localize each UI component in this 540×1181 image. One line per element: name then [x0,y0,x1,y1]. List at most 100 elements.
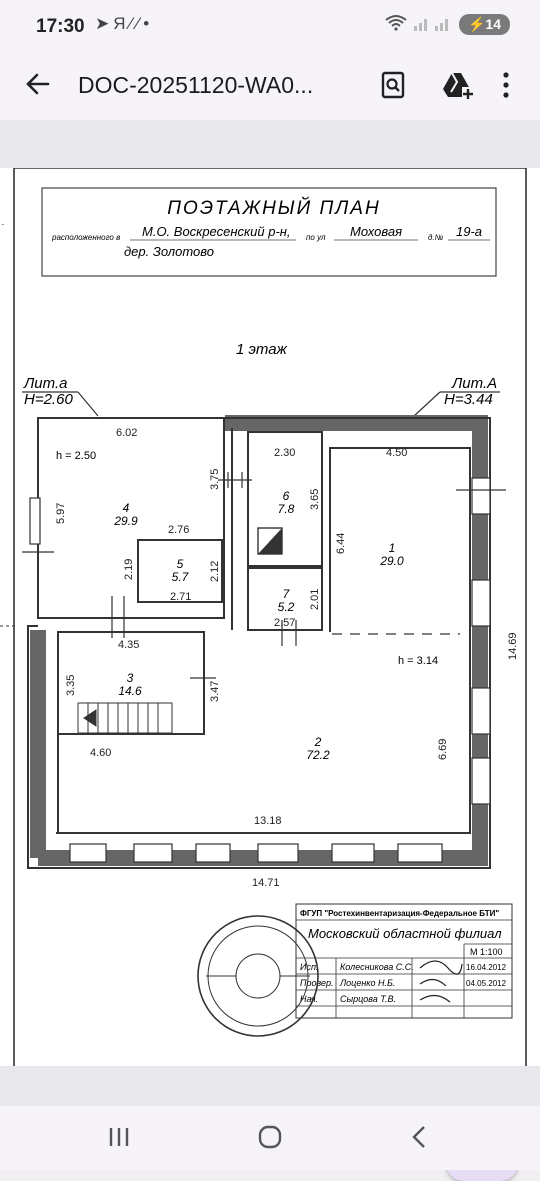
dim-6-02: 6.02 [116,427,137,439]
notification-icons: ➤Я⁄⁄• [95,14,153,34]
located-label: расположенного в [51,233,120,242]
dim-3-35: 3.35 [65,675,77,696]
dim-5-97: 5.97 [55,503,67,524]
dim-2-30: 2.30 [274,447,295,459]
home-icon [258,1125,282,1149]
stamp-name-1: Колесникова С.С. [340,962,414,972]
staircase [77,702,173,734]
stamp-role-1: Исп. [300,962,318,972]
add-to-drive-icon [443,72,474,100]
plan-title: ПОЭТАЖНЫЙ ПЛАН [167,197,380,219]
dim-6-44: 6.44 [335,533,347,554]
stamp-date-1: 16.04.2012 [466,963,507,972]
room-1-area: 29.0 [379,554,404,568]
room-5-area: 5.7 [172,570,190,584]
search-document-icon [381,71,405,99]
room-5-number: 5 [177,557,184,571]
room-6-area: 7.8 [278,502,295,516]
dim-2-57: 2.57 [274,617,295,629]
round-seal [197,915,319,1037]
back-button[interactable] [24,70,52,103]
litera-left-height: H=2.60 [24,391,73,408]
stamp-date-2: 04.05.2012 [466,979,507,988]
windows [29,477,491,863]
network-icon: ⁄⁄ [129,14,144,33]
house-label: д.№ [428,233,444,242]
dim-14-71: 14.71 [252,877,280,889]
status-bar: 17:30 ➤Я⁄⁄• ⚡14 [0,0,540,56]
back-nav-icon [412,1126,425,1148]
location-text: М.О. Воскресенский р-н, [142,224,291,239]
dot-icon: • [143,14,154,33]
dim-2-71: 2.71 [170,591,191,603]
dim-2-12: 2.12 [209,561,221,582]
room-4-area: 29.9 [113,514,138,528]
room-3-number: 3 [127,671,134,685]
room-1-number: 1 [389,541,396,555]
document-title: DOC-20251120-WA0... [78,72,314,98]
navigation-arrow-icon: ➤ [95,14,114,33]
height-right: h = 3.14 [398,655,438,667]
document-page: . ПОЭТАЖНЫЙ ПЛАН расположенного в М.О. В… [0,168,540,1066]
signatures [419,960,463,1003]
room-7-number: 7 [283,587,291,601]
house-number: 19-а [456,224,482,239]
system-nav-bar [0,1106,540,1170]
dim-2-01: 2.01 [309,589,321,610]
height-left: h = 2.50 [56,450,96,462]
dim-4-60: 4.60 [90,747,111,759]
battery-indicator: ⚡14 [458,14,510,35]
stamp-name-2: Лоценко Н.Б. [339,978,395,988]
stamp-name-3: Сырцова Т.В. [340,994,396,1004]
svg-text:.: . [2,217,5,227]
wall-outlines [27,417,491,869]
dim-13-18: 13.18 [254,815,282,827]
stamp-org: ФГУП "Ростехинвентаризация-Федеральное Б… [300,909,499,918]
more-options-icon [503,72,509,98]
floor-label: 1 этаж [236,341,288,358]
litera-right: Лит.А [451,375,497,392]
room-7-area: 5.2 [278,600,295,614]
litera-right-height: H=3.44 [444,391,493,408]
add-to-drive-button[interactable] [442,70,474,105]
stamp-branch: Московский областной филиал [308,926,502,941]
dim-3-47: 3.47 [209,681,221,702]
status-time: 17:30 [36,16,85,37]
yandex-icon: Я [113,14,130,33]
room-4-number: 4 [123,501,130,515]
dim-3-75: 3.75 [209,469,221,490]
plan-header-box [41,187,497,277]
dim-4-35: 4.35 [118,639,139,651]
document-viewer[interactable]: . ПОЭТАЖНЫЙ ПЛАН расположенного в М.О. В… [0,120,540,1181]
home-button[interactable] [256,1124,284,1155]
dim-14-69: 14.69 [507,632,519,660]
recent-apps-button[interactable] [108,1124,130,1155]
village-text: дер. Золотово [124,244,214,259]
more-options-button[interactable] [502,70,510,105]
back-arrow-icon [26,73,50,95]
wifi-icon [385,14,407,35]
litera-left: Лит.а [23,375,67,392]
floor-plan-drawing: . ПОЭТАЖНЫЙ ПЛАН расположенного в М.О. В… [0,168,527,1066]
app-toolbar: DOC-20251120-WA0... [0,56,540,120]
stamp-role-2: Провер. [300,978,334,988]
dim-4-50: 4.50 [386,447,407,459]
search-document-button[interactable] [380,70,406,105]
stamp-scale: М 1:100 [470,947,503,957]
room-2-area: 72.2 [306,748,330,762]
room-2-number: 2 [314,735,322,749]
dim-3-65: 3.65 [309,489,321,510]
back-nav-button[interactable] [408,1124,430,1155]
battery-level: 14 [485,16,501,32]
recent-apps-icon [109,1128,129,1146]
room-6-number: 6 [283,489,290,503]
dim-2-76: 2.76 [168,524,189,536]
signal-icon [413,14,453,35]
title-block: ФГУП "Ростехинвентаризация-Федеральное Б… [295,903,513,1019]
street-label: по ул [306,233,326,242]
dim-6-69: 6.69 [437,739,449,760]
exterior-walls [30,415,488,866]
room-3-area: 14.6 [118,684,142,698]
street-text: Моховая [350,224,402,239]
stamp-role-3: Нач. [300,994,318,1004]
